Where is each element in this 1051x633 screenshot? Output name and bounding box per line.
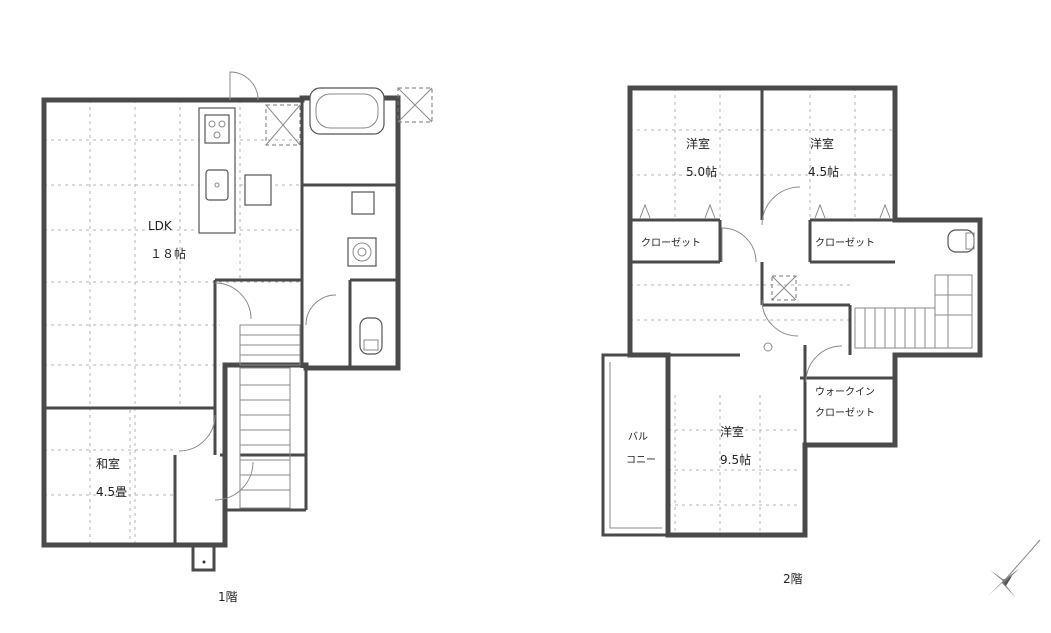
closet-b-label: クローゼット (815, 237, 875, 249)
balcony-wall (601, 353, 668, 537)
toilet-icon (947, 229, 975, 253)
floor-2-plan: 洋室 5.0帖 洋室 4.5帖 クローゼット クローゼット 洋室 9.5帖 バル… (601, 85, 983, 586)
walkin-label-2: クローゼット (815, 407, 875, 419)
balcony-label-2: コニー (626, 455, 656, 466)
floor-2-caption: 2階 (783, 571, 803, 586)
floor-2-interior-walls (630, 88, 895, 445)
floor-1-interior-walls (44, 100, 398, 545)
smoke-detector (763, 342, 773, 352)
sink-icon (205, 169, 229, 201)
walkin-label-1: ウォークイン (815, 386, 875, 398)
room-a-size: 5.0帖 (686, 164, 717, 179)
door-arc-2 (178, 414, 216, 452)
staircase-icon (854, 274, 973, 349)
door-swing-icon (229, 71, 259, 101)
floor-1-caption: 1階 (218, 589, 238, 604)
attic-hatch (771, 275, 797, 301)
floor-1-plan: LDK １８帖 和室 4.5畳 1階 (41, 71, 433, 604)
fridge (244, 174, 272, 206)
floor-2-outer-wall (627, 85, 983, 538)
entrance-mark (202, 560, 206, 564)
storage-box (265, 104, 301, 146)
toilet-icon (359, 317, 383, 355)
floor-2-grid (630, 88, 895, 535)
floor-1-grid (44, 100, 300, 545)
washing-machine-icon (347, 237, 377, 267)
outdoor-unit (397, 87, 433, 123)
entrance-step (191, 545, 216, 572)
room-a-label: 洋室 (686, 136, 710, 151)
balcony-label-1: バル (628, 431, 648, 443)
door-arc-3 (305, 294, 337, 326)
door-arc-1 (214, 282, 252, 320)
door-arc-5 (721, 227, 757, 263)
compass-icon (988, 539, 1041, 598)
washitsu-size: 4.5畳 (96, 485, 127, 499)
room-b-size: 4.5帖 (808, 164, 839, 179)
kitchen-stove-icon (204, 114, 230, 144)
ldk-label: LDK (148, 219, 173, 233)
door-arc-6 (761, 186, 801, 226)
bathtub-icon (309, 87, 385, 135)
staircase-icon (239, 324, 301, 509)
room-c-label: 洋室 (720, 424, 744, 439)
door-arc-4 (214, 461, 254, 501)
room-c-size: 9.5帖 (720, 452, 751, 467)
door-arc-7 (761, 299, 799, 337)
closet-a-label: クローゼット (641, 237, 701, 249)
washitsu-label: 和室 (96, 456, 120, 471)
washbasin (351, 191, 375, 215)
room-b-label: 洋室 (810, 136, 834, 151)
ldk-size: １８帖 (150, 246, 186, 261)
door-arc-8 (805, 345, 843, 383)
